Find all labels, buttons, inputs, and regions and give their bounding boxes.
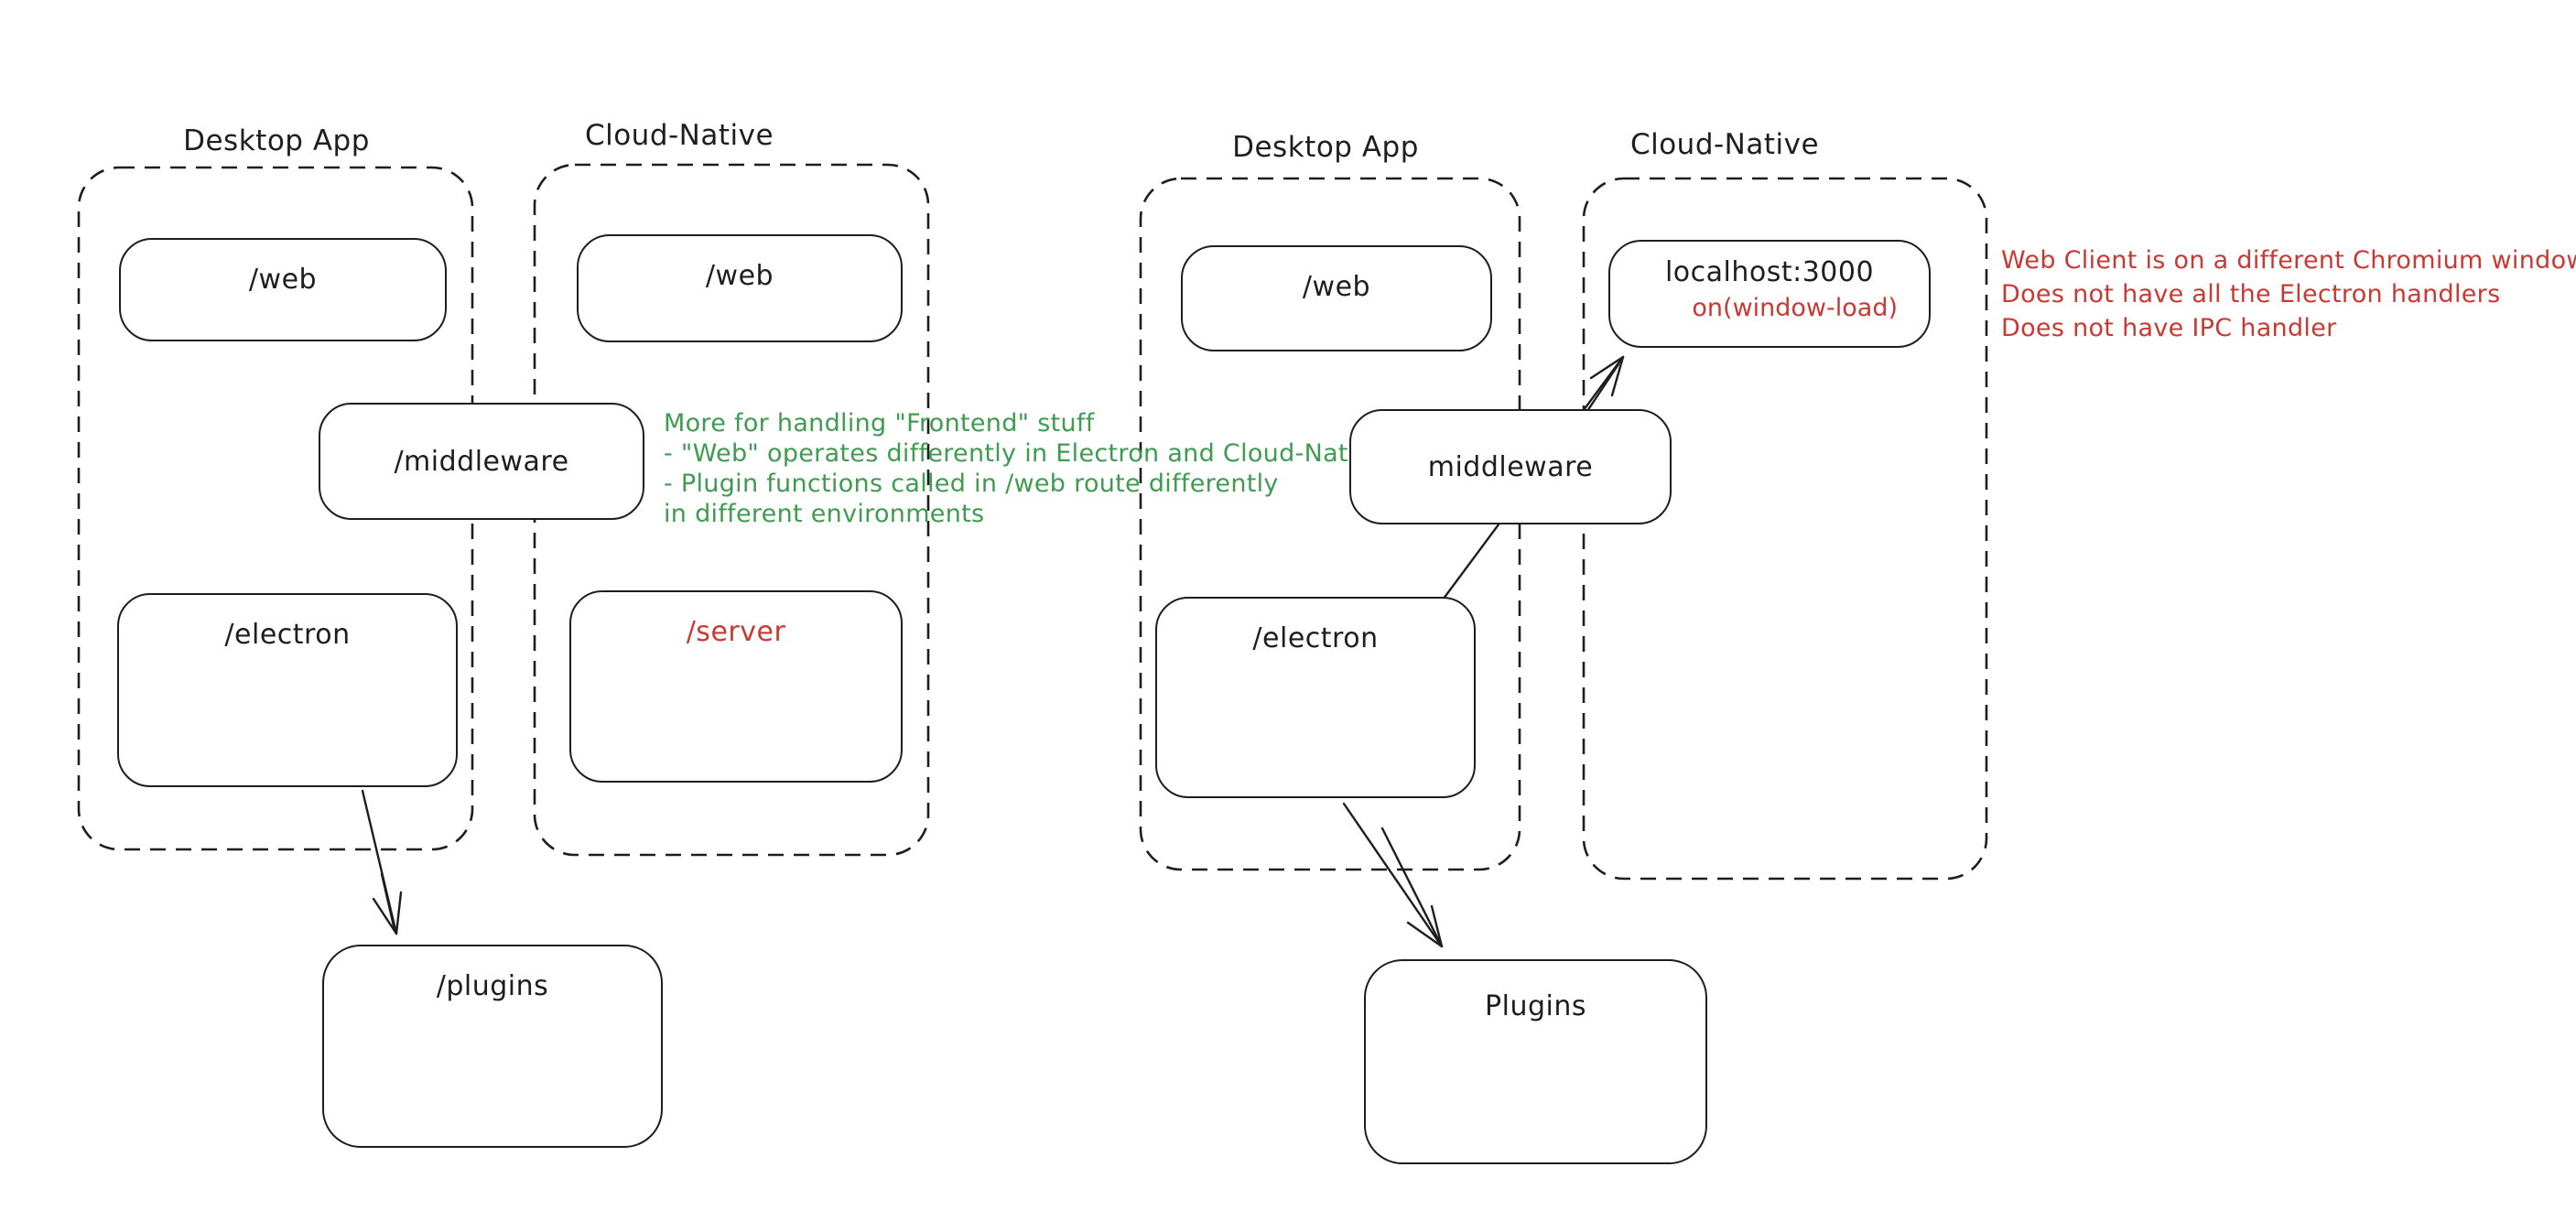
box-plugins-left-label: /plugins — [436, 970, 549, 1002]
note-web-client-limitations: Web Client is on a different Chromium wi… — [2001, 243, 2576, 345]
note-line: Web Client is on a different Chromium wi… — [2001, 246, 2576, 275]
box-middleware-left: /middleware — [319, 403, 644, 520]
note-line: in different environments — [664, 500, 985, 528]
title-cloud-native-left: Cloud-Native — [584, 119, 774, 152]
box-electron-right-label: /electron — [1252, 622, 1379, 654]
box-web-desktop-right: /web — [1181, 245, 1492, 351]
box-plugins-left: /plugins — [322, 945, 663, 1148]
note-line: More for handling "Frontend" stuff — [664, 409, 1095, 438]
box-electron-right: /electron — [1155, 597, 1476, 798]
box-web-cloud-left-label: /web — [705, 260, 774, 292]
note-line: Does not have IPC handler — [2001, 314, 2337, 342]
note-frontend-handling: More for handling "Frontend" stuff - "We… — [664, 408, 1386, 529]
note-line: - "Web" operates differently in Electron… — [664, 439, 1386, 468]
box-localhost-3000-label: localhost:3000 — [1664, 256, 1875, 288]
box-localhost-3000: localhost:3000 on(window-load) — [1608, 240, 1931, 348]
title-desktop-app-left: Desktop App — [183, 124, 370, 157]
note-line: Does not have all the Electron handlers — [2001, 280, 2501, 308]
arrow-electron-to-plugins-left — [361, 789, 403, 935]
box-middleware-right: middleware — [1349, 409, 1672, 524]
title-cloud-native-right: Cloud-Native — [1629, 128, 1820, 161]
title-desktop-app-right: Desktop App — [1232, 131, 1419, 164]
box-server-left-label: /server — [686, 616, 786, 648]
arrow-electron-to-plugins-right — [1342, 802, 1444, 948]
box-web-cloud-left: /web — [577, 234, 903, 342]
box-plugins-right: Plugins — [1364, 959, 1707, 1164]
on-window-load-label: on(window-load) — [1692, 294, 1898, 322]
box-plugins-right-label: Plugins — [1485, 990, 1586, 1022]
box-web-desktop-right-label: /web — [1302, 271, 1371, 303]
note-line: - Plugin functions called in /web route … — [664, 470, 1279, 498]
box-middleware-right-label: middleware — [1427, 450, 1594, 483]
box-web-desktop-left-label: /web — [248, 264, 318, 296]
box-middleware-left-label: /middleware — [394, 445, 569, 478]
box-web-desktop-left: /web — [119, 238, 447, 341]
box-electron-left: /electron — [117, 593, 458, 787]
box-electron-left-label: /electron — [224, 619, 351, 651]
box-server-left: /server — [569, 590, 903, 783]
